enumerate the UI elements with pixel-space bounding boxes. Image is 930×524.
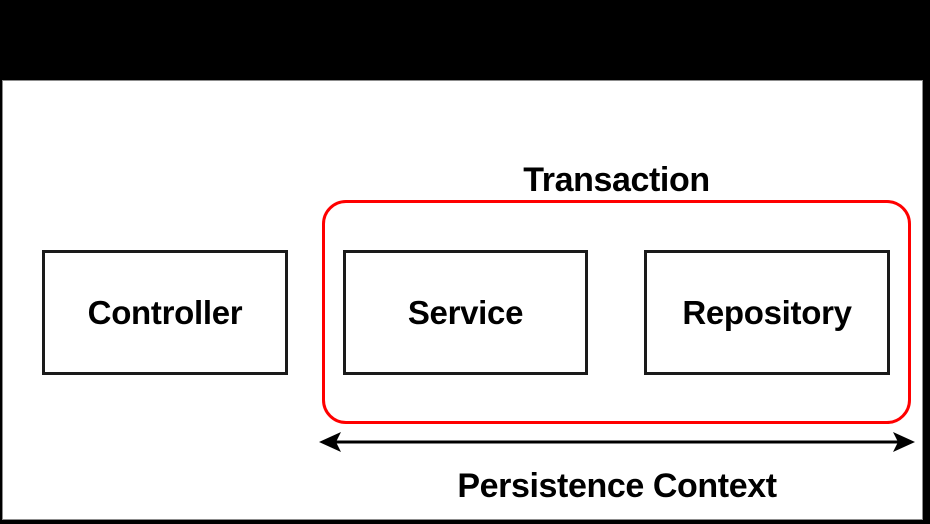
box-service-label: Service [407, 294, 524, 331]
box-repository-label: Repository [682, 294, 852, 331]
persistence-context-arrow-icon [315, 426, 919, 458]
box-controller-label: Controller [87, 294, 243, 331]
transaction-label: Transaction [523, 161, 710, 199]
box-controller: Controller [42, 250, 288, 375]
persistence-context-label: Persistence Context [457, 467, 777, 505]
transaction-boundary [322, 200, 911, 424]
box-service: Service [343, 250, 588, 375]
box-repository: Repository [644, 250, 890, 375]
diagram-page: Controller Transaction Service Repositor… [2, 80, 923, 520]
